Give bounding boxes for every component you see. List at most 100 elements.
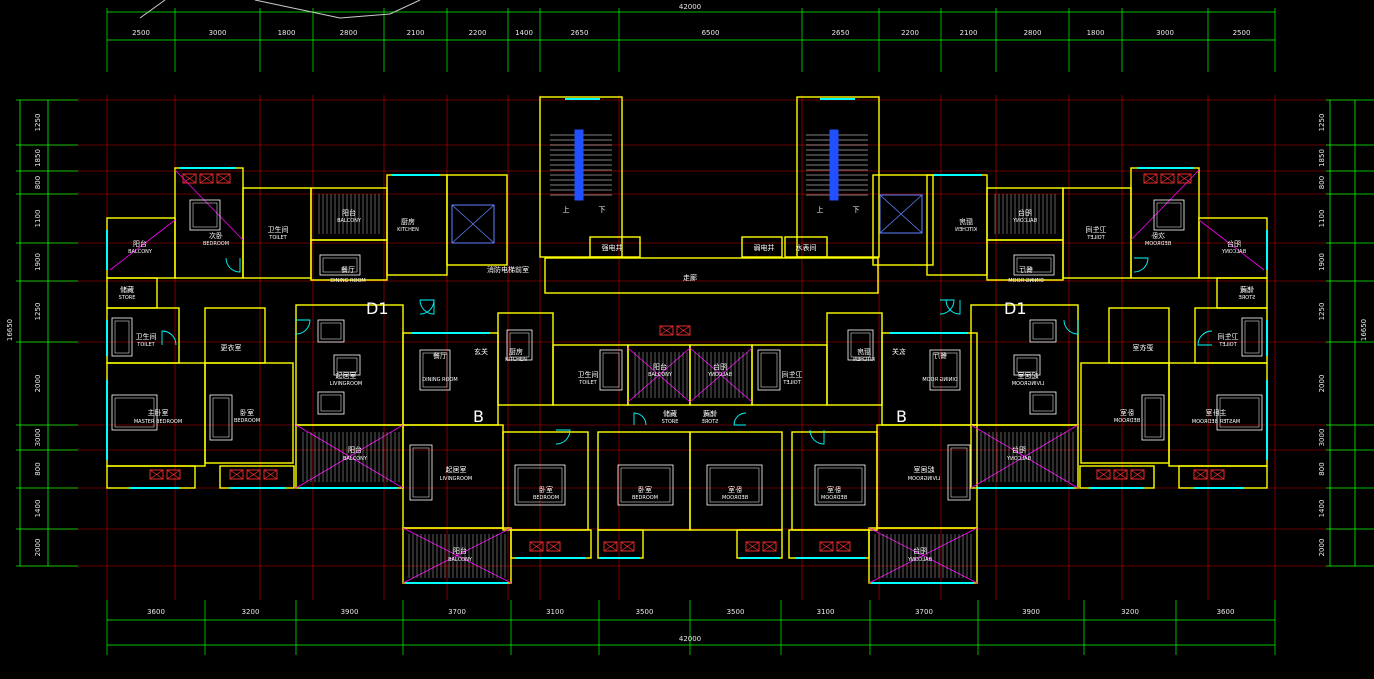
ac-unit-x	[1177, 173, 1192, 184]
ac-unit-x	[263, 469, 278, 480]
furniture-inner	[412, 447, 430, 498]
ac-unit-x	[1130, 469, 1145, 480]
ac-unit-x	[216, 173, 231, 184]
door-swing	[1133, 257, 1149, 273]
rooms-left: 次卧 BEDROOM 卫生间 TOILET 阳台 BALCONY 厨房 KITC…	[119, 208, 419, 462]
dim-text-left: 2000	[34, 375, 42, 393]
room-entry-b: 玄关	[474, 347, 488, 356]
room-kitchen	[926, 174, 988, 276]
room-living-a: 起居室	[336, 371, 357, 380]
walls	[106, 96, 1268, 584]
elevator-right-shaft	[872, 174, 934, 266]
unit-label-d1-right: D1	[1004, 299, 1027, 318]
room-water-meter: 水表间	[796, 243, 817, 252]
furniture	[847, 329, 874, 361]
svg-text:厨房: 厨房	[857, 347, 871, 356]
dim-text-bottom: 3900	[1022, 608, 1040, 616]
furniture-inner	[422, 352, 448, 388]
svg-text:BALCONY: BALCONY	[1012, 218, 1037, 224]
room-balcony-a: 阳台	[342, 208, 356, 217]
dim-text-bottom: 3100	[546, 608, 564, 616]
svg-text:BALCONY: BALCONY	[448, 557, 473, 563]
dim-text-left: 2000	[34, 539, 42, 557]
furniture-inner	[1016, 257, 1052, 273]
furniture-inner	[850, 332, 871, 358]
room-bedroom-b1	[791, 431, 878, 531]
dim-text-right: 1100	[1318, 210, 1326, 228]
dim-text-bottom: 3500	[636, 608, 654, 616]
furniture	[947, 444, 971, 501]
svg-text:阳台: 阳台	[713, 362, 727, 371]
dim-text-right: 1850	[1318, 149, 1326, 167]
dim-text-top: 2100	[960, 29, 978, 37]
svg-text:DINING ROOM: DINING ROOM	[1008, 278, 1043, 284]
furniture	[111, 394, 158, 431]
furniture-inner	[320, 394, 342, 412]
door-swing	[161, 330, 177, 346]
dim-text-top: 2650	[832, 29, 850, 37]
elevator-left-shaft	[446, 174, 508, 266]
ac-unit-x	[762, 541, 777, 552]
dim-text-top: 1800	[1087, 29, 1105, 37]
dim-text-bottom: 3700	[915, 608, 933, 616]
diagonal-line	[109, 219, 176, 271]
stair-down-right: 下	[853, 206, 860, 214]
ac-unit-x	[182, 173, 197, 184]
stair-right	[796, 96, 880, 258]
diagonal-line	[1130, 169, 1200, 241]
svg-text:BEDROOM: BEDROOM	[1145, 241, 1171, 247]
ac-unit	[836, 541, 851, 552]
furniture	[706, 464, 763, 506]
svg-text:STORE: STORE	[1239, 295, 1256, 301]
dim-text-bottom: 3200	[242, 608, 260, 616]
furniture-inner	[1244, 320, 1260, 354]
stair-handrail	[574, 129, 584, 201]
stair-down-left: 下	[599, 206, 606, 214]
room-store-a: 储藏	[120, 285, 134, 294]
shaft-power	[589, 236, 641, 258]
room-dressing	[1108, 307, 1170, 364]
dim-text-right: 1400	[1318, 500, 1326, 518]
ac-unit-x	[246, 469, 261, 480]
room-store-b: 储藏	[663, 409, 677, 418]
dim-text-bottom: 3500	[727, 608, 745, 616]
svg-text:KITCHEN: KITCHEN	[955, 227, 977, 233]
room-living-b: 起居室	[446, 465, 467, 474]
door-swing	[555, 429, 571, 445]
room-toilet-c: 卫生间	[578, 370, 599, 379]
door-swing	[419, 299, 435, 315]
furniture	[1241, 317, 1263, 357]
svg-text:TOILET: TOILET	[1086, 235, 1105, 241]
ac-unit	[1210, 469, 1225, 480]
shaft-weak	[741, 236, 783, 258]
dim-text-top: 1400	[515, 29, 533, 37]
furniture-inner	[950, 447, 968, 498]
ac-unit-x	[819, 541, 834, 552]
room-bedroom-a: 次卧	[209, 231, 223, 240]
svg-text:阳台: 阳台	[1018, 208, 1032, 217]
balcony-strip	[1178, 465, 1268, 489]
svg-text:更衣室: 更衣室	[1133, 343, 1154, 352]
svg-text:卫生间: 卫生间	[1218, 332, 1239, 341]
furniture-inner	[1016, 357, 1038, 373]
svg-text:储藏: 储藏	[1240, 285, 1254, 294]
room-bedroom-b1	[502, 431, 589, 531]
svg-text:卧室: 卧室	[1120, 408, 1134, 417]
dim-text-right: 2000	[1318, 375, 1326, 393]
furniture-inner	[322, 257, 358, 273]
overall-dim-top: 42000	[679, 3, 701, 11]
dim-text-top: 2500	[132, 29, 150, 37]
room-dressing	[204, 307, 266, 364]
svg-text:主卧室: 主卧室	[1206, 408, 1227, 417]
dim-text-right: 1250	[1318, 303, 1326, 321]
furniture	[1029, 391, 1057, 415]
ac-unit	[1096, 469, 1111, 480]
ac-unit	[1130, 469, 1145, 480]
room-balcony-c: 阳台	[348, 445, 362, 454]
dim-text-left: 1100	[34, 210, 42, 228]
room-living	[970, 304, 1079, 426]
furniture	[319, 254, 361, 276]
door-swing	[945, 299, 961, 315]
ac-unit-x	[676, 325, 691, 336]
